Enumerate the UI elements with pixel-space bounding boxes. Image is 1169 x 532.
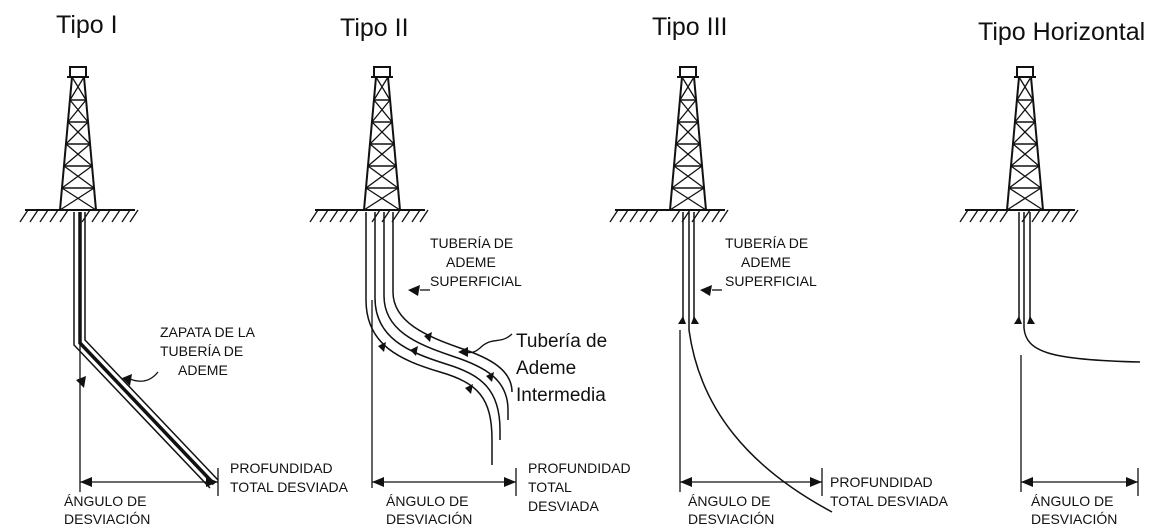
label-deviation-angle: ÁNGULO DE DESVIACIÓN [688, 493, 774, 527]
panel-title: Tipo I [56, 11, 118, 39]
label-surface-casing: TUBERÍA DE ADEME SUPERFICIAL [725, 235, 817, 289]
label-deviation-angle: ÁNGULO DE DESVIACIÓN [386, 493, 472, 527]
svg-text:PROFUNDIDAD: PROFUNDIDAD [528, 460, 631, 476]
svg-text:TUBERÍA DE: TUBERÍA DE [160, 343, 243, 359]
panel-tipo-i: Tipo I ZAPATA DE LA TUBERÍA DE ADEME PRO… [19, 11, 349, 527]
svg-text:TUBERÍA DE: TUBERÍA DE [725, 235, 808, 251]
svg-text:PROFUNDIDAD: PROFUNDIDAD [830, 474, 933, 490]
panel-title: Tipo III [652, 13, 728, 41]
well-path [1018, 212, 1141, 363]
drilling-rig-icon [59, 66, 97, 211]
svg-text:DESVIACIÓN: DESVIACIÓN [688, 511, 774, 527]
svg-text:DESVIADA: DESVIADA [528, 498, 599, 514]
label-surface-casing: TUBERÍA DE ADEME SUPERFICIAL [430, 235, 522, 289]
drilling-rig-icon [669, 66, 707, 211]
ground-hatch [309, 209, 429, 223]
panel-tipo-ii: Tipo II TUBERÍA DE ADEME SUPERFICIAL Tub… [309, 14, 631, 527]
svg-text:Tubería de: Tubería de [516, 331, 607, 352]
svg-text:DESVIACIÓN: DESVIACIÓN [1031, 511, 1117, 527]
panel-title: Tipo Horizontal [978, 18, 1145, 46]
svg-text:Ademe: Ademe [516, 358, 576, 379]
svg-text:Intermedia: Intermedia [516, 385, 606, 406]
label-total-depth: PROFUNDIDAD TOTAL DESVIADA [230, 460, 349, 495]
svg-text:SUPERFICIAL: SUPERFICIAL [725, 273, 817, 289]
svg-text:TOTAL DESVIADA: TOTAL DESVIADA [830, 493, 949, 509]
label-deviation-angle: ÁNGULO DE DESVIACIÓN [1031, 493, 1117, 527]
svg-text:DESVIACIÓN: DESVIACIÓN [386, 511, 472, 527]
svg-text:ADEME: ADEME [741, 254, 791, 270]
casing-shoe-marker [76, 376, 86, 388]
panel-title: Tipo II [340, 14, 409, 42]
svg-text:ADEME: ADEME [178, 362, 228, 378]
svg-text:PROFUNDIDAD: PROFUNDIDAD [230, 460, 333, 476]
panel-tipo-iii: Tipo III TUBERÍA DE ADEME SUPERFICIAL PR… [609, 13, 949, 527]
svg-text:DESVIACIÓN: DESVIACIÓN [64, 511, 150, 527]
leader-arrow [129, 371, 159, 382]
label-total-depth: PROFUNDIDAD TOTAL DESVIADA [830, 474, 949, 509]
label-deviation-angle: ÁNGULO DE DESVIACIÓN [64, 493, 150, 527]
leader-arrow [461, 333, 513, 354]
label-intermediate-casing: Tubería de Ademe Intermedia [516, 331, 607, 406]
svg-text:TOTAL: TOTAL [528, 479, 572, 495]
casing-shoe-marker [122, 374, 132, 386]
svg-text:ÁNGULO DE: ÁNGULO DE [1031, 493, 1113, 509]
svg-text:SUPERFICIAL: SUPERFICIAL [430, 273, 522, 289]
svg-text:ÁNGULO DE: ÁNGULO DE [688, 493, 770, 509]
svg-text:ÁNGULO DE: ÁNGULO DE [386, 493, 468, 509]
panel-tipo-horizontal: Tipo Horizontal ÁNGULO DE DESVIACIÓN [959, 18, 1145, 527]
svg-text:ZAPATA DE LA: ZAPATA DE LA [160, 324, 256, 340]
svg-text:ADEME: ADEME [446, 254, 496, 270]
well-path [682, 212, 833, 513]
svg-text:TOTAL DESVIADA: TOTAL DESVIADA [230, 479, 349, 495]
ground-hatch [609, 209, 729, 223]
drilling-rig-icon [1006, 66, 1044, 211]
drilling-rig-icon [363, 66, 401, 211]
well-path [73, 212, 219, 489]
svg-text:TUBERÍA DE: TUBERÍA DE [430, 235, 513, 251]
svg-text:ÁNGULO DE: ÁNGULO DE [64, 493, 146, 509]
label-total-depth: PROFUNDIDAD TOTAL DESVIADA [528, 460, 631, 514]
label-casing-shoe: ZAPATA DE LA TUBERÍA DE ADEME [160, 324, 256, 378]
